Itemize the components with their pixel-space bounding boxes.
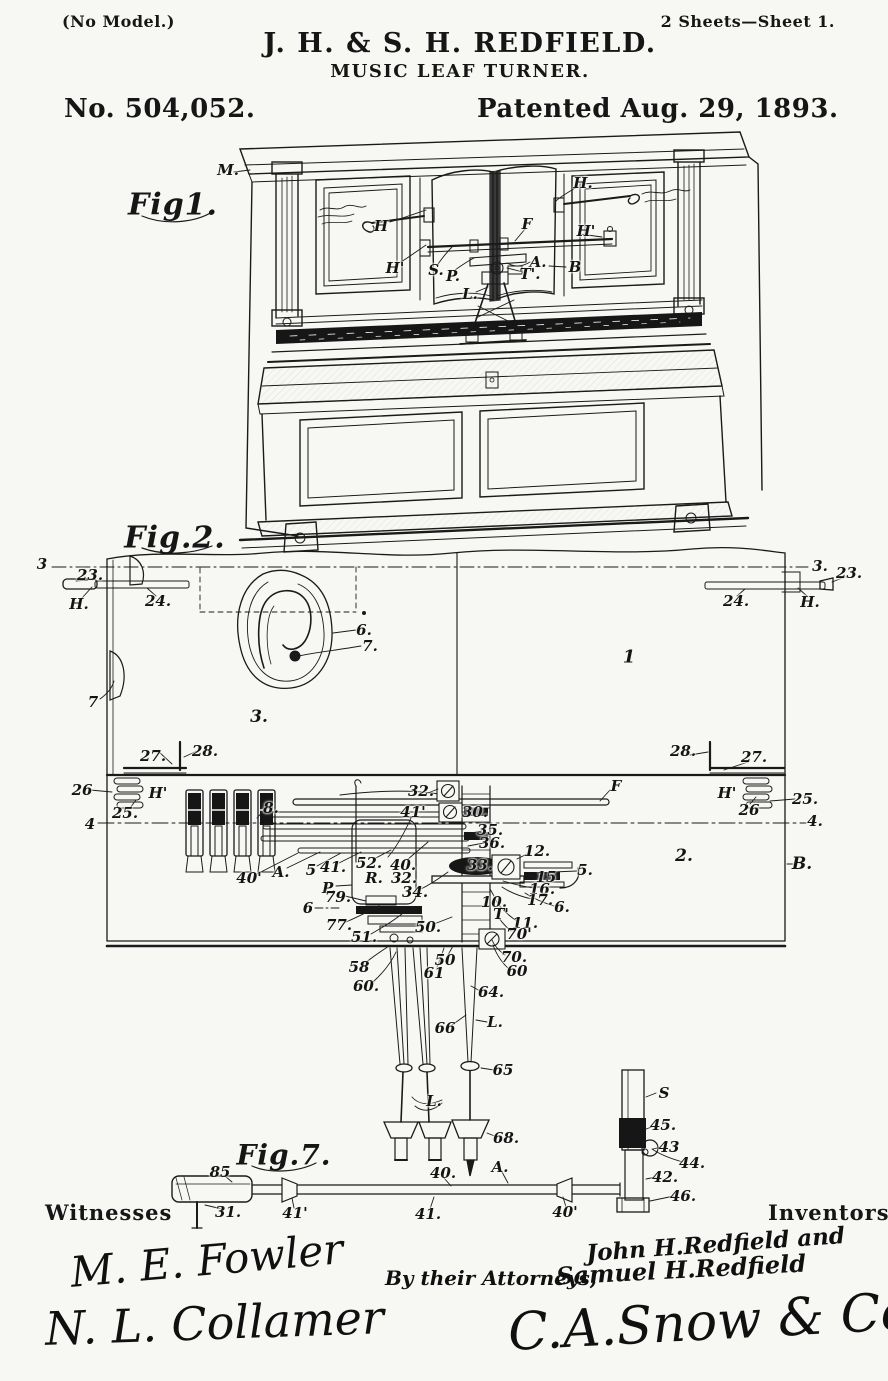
patent-date: Patented Aug. 29, 1893. (477, 94, 839, 124)
sheet-number: 2 Sheets—Sheet 1. (661, 12, 835, 31)
fig2-plan-drawing (52, 546, 845, 1212)
fig7-caption: Fig.7. (236, 1139, 331, 1172)
patent-number: No. 504,052. (64, 94, 255, 124)
fig1-caption: Fig1. (128, 188, 218, 223)
fig1-piano-drawing (142, 132, 762, 552)
inventors-label: Inventors (768, 1200, 888, 1225)
witnesses-label: Witnesses (45, 1200, 172, 1225)
no-model-note: (No Model.) (62, 12, 175, 31)
invention-title: MUSIC LEAF TURNER. (330, 61, 589, 82)
inventor-title: J. H. & S. H. REDFIELD. (263, 28, 656, 59)
fig7-rod-drawing (172, 1163, 620, 1228)
fig2-caption: Fig.2. (124, 521, 225, 556)
